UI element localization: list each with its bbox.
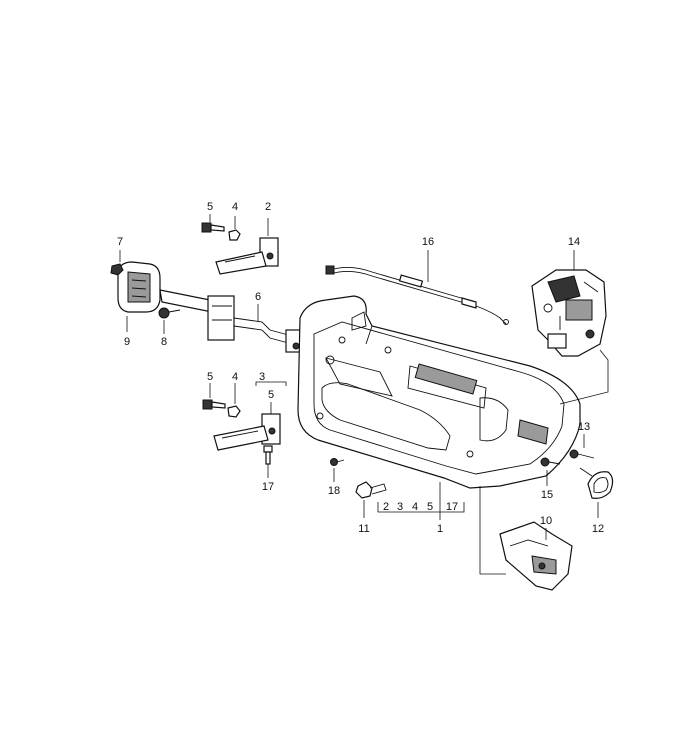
group-item-3: 3 xyxy=(397,501,403,513)
callout-6: 6 xyxy=(255,291,261,303)
group-item-4: 4 xyxy=(412,501,418,513)
callout-2: 2 xyxy=(265,201,271,213)
upper-nut-part xyxy=(228,229,241,241)
callout-3: 3 xyxy=(259,371,265,383)
callout-11: 11 xyxy=(358,523,369,535)
bolt-15-part xyxy=(540,457,561,467)
lower-bolt-part xyxy=(202,399,226,410)
door-lock-part xyxy=(531,269,607,357)
lower-hinge-part xyxy=(213,413,281,451)
group-item-5: 5 xyxy=(427,501,433,513)
callout-1: 1 xyxy=(437,523,443,535)
upper-bolt-part xyxy=(201,222,225,233)
bolt-18-part xyxy=(330,458,345,466)
group-item-2: 2 xyxy=(383,501,389,513)
door-frame-part xyxy=(297,295,581,489)
lower-nut-part xyxy=(227,405,241,418)
handle-bracket-part xyxy=(499,521,573,591)
small-nut-part xyxy=(110,263,124,276)
callout-7: 7 xyxy=(117,236,123,248)
upper-hinge-part xyxy=(215,237,279,275)
callout-9: 9 xyxy=(124,336,130,348)
handle-bezel-part xyxy=(579,467,614,499)
callout-17: 17 xyxy=(262,481,274,493)
callout-4-top: 4 xyxy=(232,201,238,213)
screw-13-part xyxy=(569,449,595,459)
rubber-boot-part xyxy=(117,261,161,313)
bracket-position-line xyxy=(479,486,506,575)
callout-4-bottom: 4 xyxy=(232,371,238,383)
callout-10: 10 xyxy=(540,515,552,527)
callout-5-top: 5 xyxy=(207,201,213,213)
callout-16: 16 xyxy=(422,236,434,248)
bracket-1 xyxy=(377,502,465,513)
hinge-bolt-17-part xyxy=(263,445,273,465)
callout-14: 14 xyxy=(568,236,580,248)
lock-position-line xyxy=(559,349,609,405)
callout-8: 8 xyxy=(161,336,167,348)
callout-5-bottom: 5 xyxy=(207,371,213,383)
callout-12: 12 xyxy=(592,523,604,535)
group-item-17: 17 xyxy=(446,501,458,513)
lock-cable-part xyxy=(325,265,509,325)
bracket-3 xyxy=(255,381,287,386)
callout-18: 18 xyxy=(328,485,340,497)
check-arm-part xyxy=(159,289,301,353)
callout-15: 15 xyxy=(541,489,553,501)
callout-5-bracket: 5 xyxy=(268,389,274,401)
check-arm-bolt-part xyxy=(158,307,181,319)
callout-13: 13 xyxy=(578,421,590,433)
bolt-11-part xyxy=(355,481,387,499)
